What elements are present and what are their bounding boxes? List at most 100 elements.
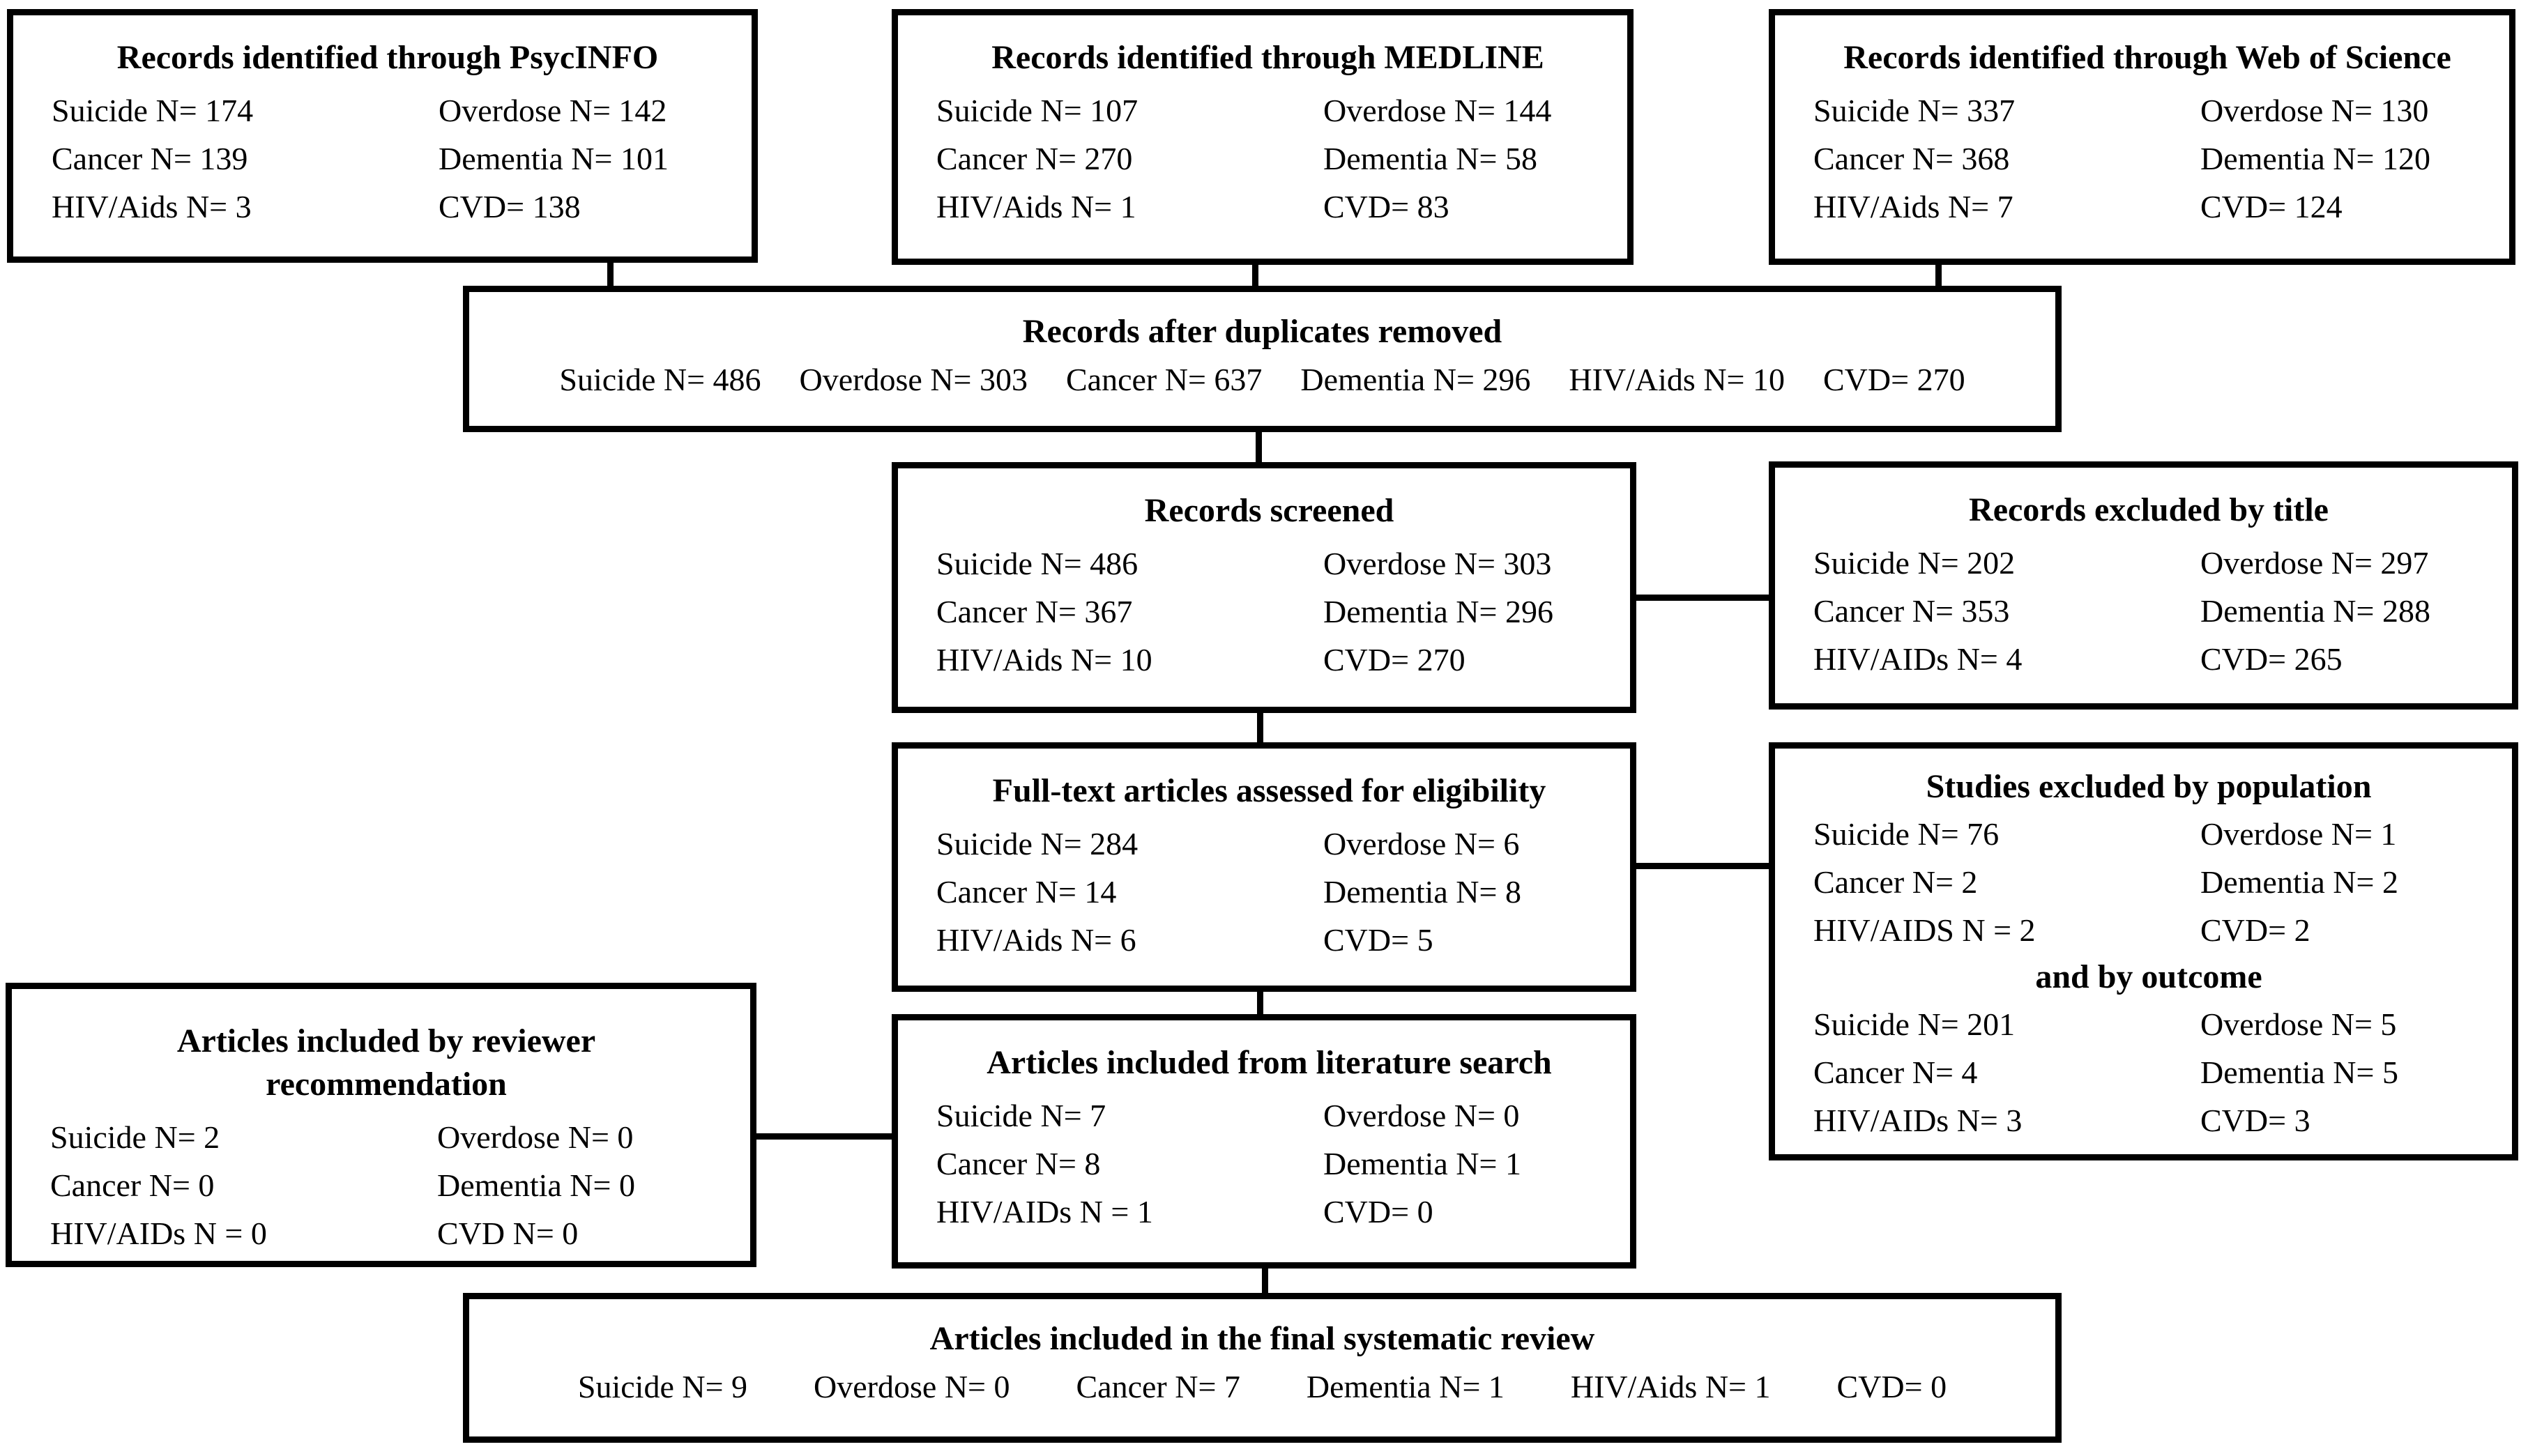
stat-item: HIV/Aids N= 1 xyxy=(1570,1369,1771,1404)
stat-item: HIV/Aids N= 3 xyxy=(52,189,252,224)
connector-duplicates-to-screened xyxy=(1256,429,1262,466)
box-records-after-duplicates-removed: Records after duplicates removed Suicide… xyxy=(463,286,2062,432)
stat-item: Dementia N= 0 xyxy=(437,1167,635,1203)
stat-item: HIV/AIDs N= 3 xyxy=(1813,1103,2023,1138)
box-stats: Suicide N= 7 Overdose N= 0 Cancer N= 8 Deme… xyxy=(936,1091,1602,1236)
stat-item: Suicide N= 337 xyxy=(1813,93,2016,128)
stat-item: Cancer N= 14 xyxy=(936,874,1117,910)
connector-medline-to-duplicates xyxy=(1252,263,1258,291)
stat-item: HIV/AIDS N = 2 xyxy=(1813,912,2036,948)
stat-item: HIV/Aids N= 10 xyxy=(1569,362,1785,397)
stat-item: Dementia N= 8 xyxy=(1323,874,1521,910)
box-title: Articles included in the final systemati… xyxy=(929,1320,1595,1357)
stat-item: Cancer N= 4 xyxy=(1813,1055,1978,1090)
box-stats-outcome: Suicide N= 201 Overdose N= 5 Cancer N= 4 De… xyxy=(1813,1000,2484,1144)
connector-wos-to-duplicates xyxy=(1935,263,1942,291)
box-records-excluded-by-title: Records excluded by title Suicide N= 202… xyxy=(1769,461,2518,710)
box-stats: Suicide N= 284 Overdose N= 6 Cancer N= 14 D… xyxy=(936,820,1602,964)
stat-item: Overdose N= 1 xyxy=(2200,816,2397,852)
box-title: Records identified through Web of Scienc… xyxy=(1843,39,2451,76)
stat-item: HIV/Aids N= 6 xyxy=(936,922,1136,958)
box-records-identified-psycinfo: Records identified through PsycINFO Suic… xyxy=(7,9,758,263)
stat-item: Overdose N= 6 xyxy=(1323,826,1520,861)
box-title: Records identified through PsycINFO xyxy=(116,39,659,76)
stat-item: CVD= 270 xyxy=(1323,642,1465,677)
box-studies-excluded: Studies excluded by population Suicide N… xyxy=(1769,742,2518,1160)
stat-item: CVD= 2 xyxy=(2200,912,2310,948)
stat-item: Overdose N= 303 xyxy=(799,362,1028,397)
box-reviewer-recommendation: Articles included by reviewer recommenda… xyxy=(6,983,756,1267)
stat-item: CVD N= 0 xyxy=(437,1216,579,1251)
box-title: Articles included by reviewer recommenda… xyxy=(176,1022,596,1103)
stat-item: CVD= 124 xyxy=(2200,189,2343,224)
stat-item: Suicide N= 486 xyxy=(559,362,761,397)
stat-item: Dementia N= 1 xyxy=(1306,1369,1505,1404)
stat-item: Cancer N= 8 xyxy=(936,1146,1101,1181)
box-full-text-assessed: Full-text articles assessed for eligibil… xyxy=(892,742,1636,992)
box-title: Studies excluded by population xyxy=(1926,768,2372,805)
stat-item: HIV/AIDs N = 0 xyxy=(50,1216,267,1251)
stat-item: Cancer N= 353 xyxy=(1813,593,2010,629)
connector-screened-to-fulltext xyxy=(1257,710,1263,745)
stat-item: CVD= 265 xyxy=(2200,641,2343,677)
stat-item: Overdose N= 303 xyxy=(1323,546,1552,581)
connector-fulltext-to-literature-search xyxy=(1257,989,1263,1017)
stat-item: CVD= 3 xyxy=(2200,1103,2310,1138)
connector-reviewer-to-literature-search xyxy=(754,1133,894,1140)
stat-item: Dementia N= 296 xyxy=(1300,362,1531,397)
stat-item: Dementia N= 101 xyxy=(439,141,669,176)
box-records-identified-medline: Records identified through MEDLINE Suici… xyxy=(892,9,1634,265)
box-title: Records excluded by title xyxy=(1969,491,2329,528)
box-title: Records identified through MEDLINE xyxy=(991,39,1544,76)
stat-item: Overdose N= 144 xyxy=(1323,93,1552,128)
stat-item: Overdose N= 0 xyxy=(437,1119,634,1155)
stat-item: Suicide N= 76 xyxy=(1813,816,2000,852)
box-title: Records after duplicates removed xyxy=(1022,313,1502,350)
stat-item: CVD= 5 xyxy=(1323,922,1433,958)
stat-item: HIV/AIDs N = 1 xyxy=(936,1194,1153,1229)
stat-item: Dementia N= 58 xyxy=(1323,141,1537,176)
stat-item: Dementia N= 296 xyxy=(1323,594,1553,629)
stat-item: HIV/Aids N= 7 xyxy=(1813,189,2013,224)
box-stats: Suicide N= 486 Overdose N= 303 Cancer N= 6… xyxy=(490,355,2034,405)
stat-item: Suicide N= 9 xyxy=(577,1369,748,1404)
connector-screened-to-excluded-title xyxy=(1634,595,1771,601)
stat-item: Suicide N= 7 xyxy=(936,1098,1106,1133)
stat-item: HIV/Aids N= 10 xyxy=(936,642,1152,677)
stat-item: Suicide N= 201 xyxy=(1813,1006,2016,1042)
stat-item: Cancer N= 2 xyxy=(1813,864,1978,900)
box-subtitle: and by outcome xyxy=(2035,958,2262,995)
stat-item: Dementia N= 1 xyxy=(1323,1146,1521,1181)
stat-item: CVD= 83 xyxy=(1323,189,1449,224)
stat-item: Overdose N= 5 xyxy=(2200,1006,2397,1042)
box-final-systematic-review: Articles included in the final systemati… xyxy=(463,1293,2062,1443)
stat-item: Overdose N= 0 xyxy=(1323,1098,1520,1133)
stat-item: HIV/AIDs N= 4 xyxy=(1813,641,2023,677)
stat-item: Suicide N= 202 xyxy=(1813,545,2016,581)
stat-item: Suicide N= 107 xyxy=(936,93,1139,128)
stat-item: Suicide N= 174 xyxy=(52,93,254,128)
stat-item: Suicide N= 2 xyxy=(50,1119,220,1155)
connector-fulltext-to-excluded-studies xyxy=(1634,863,1771,869)
box-included-literature-search: Articles included from literature search… xyxy=(892,1014,1636,1269)
box-title: Full-text articles assessed for eligibil… xyxy=(992,772,1546,809)
stat-item: Cancer N= 637 xyxy=(1065,362,1263,397)
stat-item: Dementia N= 5 xyxy=(2200,1055,2398,1090)
stat-item: Suicide N= 486 xyxy=(936,546,1139,581)
stat-item: Cancer N= 7 xyxy=(1076,1369,1240,1404)
stat-item: Cancer N= 367 xyxy=(936,594,1133,629)
stat-item: Suicide N= 284 xyxy=(936,826,1139,861)
connector-psycinfo-to-duplicates xyxy=(607,261,614,291)
stat-item: Overdose N= 130 xyxy=(2200,93,2429,128)
box-records-identified-web-of-science: Records identified through Web of Scienc… xyxy=(1769,9,2515,265)
stat-item: Dementia N= 120 xyxy=(2200,141,2430,176)
box-title: Articles included from literature search xyxy=(987,1044,1552,1081)
